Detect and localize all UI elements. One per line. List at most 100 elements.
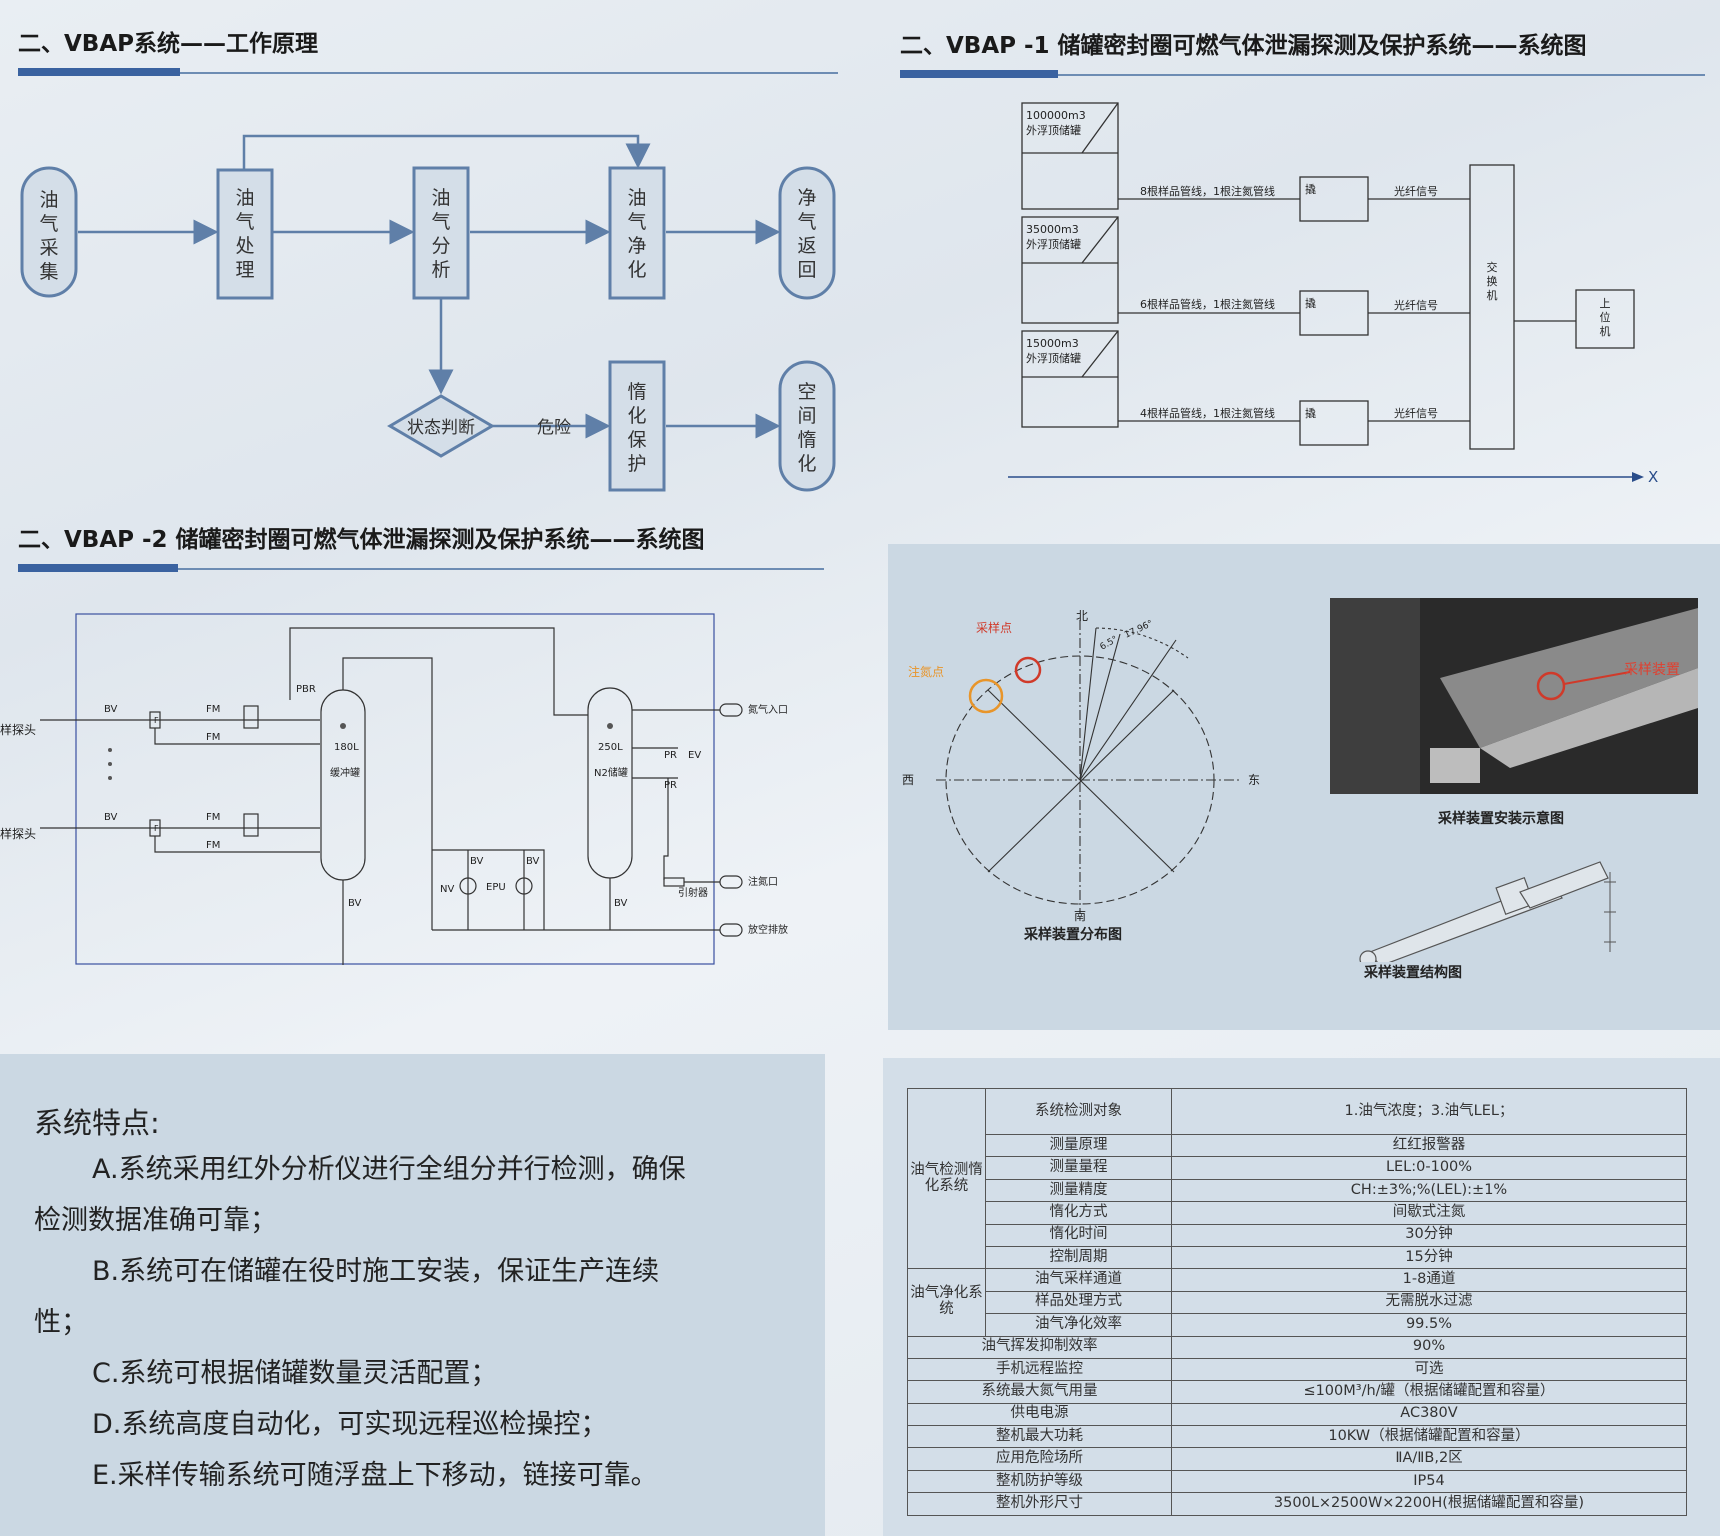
feature-a-line-1: A.系统采用红外分析仪进行全组分并行检测，确保 bbox=[92, 1154, 686, 1185]
switch-char-3: 机 bbox=[1487, 288, 1498, 302]
skid1-label: 撬 bbox=[1305, 182, 1316, 196]
fiber1-label: 光纤信号 bbox=[1394, 184, 1438, 198]
spec-value: 1-8通道 bbox=[1171, 1268, 1687, 1292]
table-row: 样品处理方式无需脱水过滤 bbox=[908, 1290, 1687, 1315]
spec-item: 控制周期 bbox=[985, 1245, 1172, 1270]
table-row: 测量原理红红报警器 bbox=[908, 1133, 1687, 1158]
section1-rule bbox=[18, 72, 838, 74]
group-purify: 油气净化系统 bbox=[907, 1268, 986, 1337]
section2-rule-accent bbox=[900, 70, 1058, 78]
x-axis-label: X bbox=[1648, 468, 1658, 486]
buffer-name: 缓冲罐 bbox=[330, 766, 360, 779]
n2-tank-volume: 250L bbox=[598, 742, 623, 753]
spec-value: LEL:0-100% bbox=[1171, 1156, 1687, 1180]
node-collect-1: 油 bbox=[39, 189, 58, 211]
table-row: 系统最大氮气用量≤100M³/h/罐（根据储罐配置和容量） bbox=[907, 1380, 1687, 1404]
features-title: 系统特点: bbox=[34, 1106, 160, 1140]
node-collect-2: 气 bbox=[39, 213, 58, 235]
sampling-distribution-diagram: 北 南 东 西 采样点 注氮点 6.5° 17.96° bbox=[902, 609, 1260, 923]
spec-item: 油气挥发抑制效率 bbox=[907, 1335, 1172, 1359]
feature-b-line-1: B.系统可在储罐在役时施工安装，保证生产连续 bbox=[92, 1256, 660, 1287]
tank2-line-label: 6根样品管线，1根注氮管线 bbox=[1140, 297, 1275, 311]
fiber3-label: 光纤信号 bbox=[1394, 406, 1438, 420]
section3-rule bbox=[18, 568, 824, 570]
node-return-1: 净 bbox=[797, 187, 816, 209]
spec-item: 样品处理方式 bbox=[985, 1290, 1172, 1315]
n2-point-label: 注氮点 bbox=[908, 664, 944, 679]
node-return-3: 返 bbox=[797, 235, 816, 257]
feature-a-line-2: 检测数据准确可靠； bbox=[34, 1205, 277, 1236]
section3-title: 二、VBAP -2 储罐密封圈可燃气体泄漏探测及保护系统——系统图 bbox=[18, 527, 705, 553]
skid2-label: 撬 bbox=[1305, 296, 1316, 310]
f-label-2: F bbox=[154, 824, 159, 833]
node-inert-3: 保 bbox=[627, 429, 646, 451]
compass-west: 西 bbox=[902, 773, 914, 787]
fiber2-label: 光纤信号 bbox=[1394, 298, 1438, 312]
bv-label-1: BV bbox=[104, 704, 118, 715]
node-space-3: 惰 bbox=[797, 429, 816, 451]
spec-item: 整机防护等级 bbox=[907, 1469, 1172, 1494]
section1-title: 二、VBAP系统——工作原理 bbox=[18, 31, 318, 57]
fm-label-2: FM bbox=[206, 732, 220, 743]
feature-c: C.系统可根据储罐数量灵活配置； bbox=[92, 1358, 498, 1389]
switch-char-1: 交 bbox=[1487, 260, 1498, 274]
spec-table: 油气检测惰化系统 系统检测对象 1.油气浓度；3.油气LEL； 测量原理红红报警… bbox=[907, 1087, 1687, 1516]
distribution-caption: 采样装置分布图 bbox=[1024, 927, 1122, 943]
node-inert-1: 惰 bbox=[627, 381, 646, 403]
section3-rule-accent bbox=[18, 564, 178, 572]
spec-value: CH:±3%;%(LEL):±1% bbox=[1171, 1178, 1687, 1203]
sample-point-label: 采样点 bbox=[976, 620, 1012, 635]
spec-value: 15分钟 bbox=[1171, 1245, 1687, 1270]
spec-value: 红红报警器 bbox=[1171, 1133, 1687, 1158]
compass-south: 南 bbox=[1074, 908, 1086, 923]
spec-value: ≤100M³/h/罐（根据储罐配置和容量） bbox=[1171, 1380, 1687, 1404]
skid3-label: 撬 bbox=[1305, 406, 1316, 420]
compass-north: 北 bbox=[1076, 609, 1088, 623]
angle-label-1: 6.5° bbox=[1099, 635, 1120, 653]
bv-label-6: BV bbox=[526, 856, 540, 867]
host-char-3: 机 bbox=[1600, 324, 1611, 338]
install-device-label: 采样装置 bbox=[1624, 662, 1680, 678]
structure-caption: 采样装置结构图 bbox=[1364, 965, 1462, 981]
epu-label: EPU bbox=[486, 882, 506, 893]
ev-label: EV bbox=[688, 750, 701, 761]
fm-label-1: FM bbox=[206, 704, 220, 715]
node-space-2: 间 bbox=[797, 405, 816, 427]
node-purify-1: 油 bbox=[627, 187, 646, 209]
feature-d: D.系统高度自动化，可实现远程巡检操控； bbox=[92, 1409, 608, 1440]
spec-item: 系统最大氮气用量 bbox=[907, 1380, 1172, 1404]
spec-item: 惰化时间 bbox=[985, 1223, 1172, 1247]
principle-flowchart: 油 气 采 集 油 气 处 理 油 气 分 析 油 气 净 化 净 气 返 回 … bbox=[20, 134, 836, 492]
node-analyze-3: 分 bbox=[431, 235, 450, 257]
node-collect-3: 采 bbox=[39, 237, 58, 259]
spec-value: 可选 bbox=[1171, 1357, 1687, 1382]
spec-value: 99.5% bbox=[1171, 1313, 1687, 1337]
tank1-capacity: 100000m3 bbox=[1026, 109, 1086, 122]
spec-item: 油气净化效率 bbox=[985, 1313, 1172, 1337]
bv-label-4: BV bbox=[614, 898, 628, 909]
node-space-4: 化 bbox=[797, 453, 816, 475]
node-collect-4: 集 bbox=[39, 261, 58, 283]
vbap1-system-diagram: 100000m3 外浮顶储罐 35000m3 外浮顶储罐 15000m3 外浮顶… bbox=[1008, 102, 1658, 486]
table-row: 惰化方式间歇式注氮 bbox=[908, 1201, 1687, 1225]
spec-item: 手机远程监控 bbox=[907, 1357, 1172, 1382]
fm-label-4: FM bbox=[206, 840, 220, 851]
pbr-label: PBR bbox=[296, 684, 316, 695]
probe2-label: 样探头 bbox=[0, 826, 36, 841]
tank2-name: 外浮顶储罐 bbox=[1026, 237, 1081, 251]
spec-value: 3500L×2500W×2200H(根据储罐配置和容量) bbox=[1171, 1492, 1687, 1516]
spec-value: AC380V bbox=[1171, 1402, 1687, 1427]
section2-rule bbox=[900, 74, 1705, 76]
section1-rule-accent bbox=[18, 68, 180, 76]
node-process-2: 气 bbox=[235, 211, 254, 233]
tank3-capacity: 15000m3 bbox=[1026, 337, 1079, 350]
node-analyze-2: 气 bbox=[431, 211, 450, 233]
table-row: 油气净化系统 油气采样通道 1-8通道 bbox=[907, 1268, 1687, 1337]
